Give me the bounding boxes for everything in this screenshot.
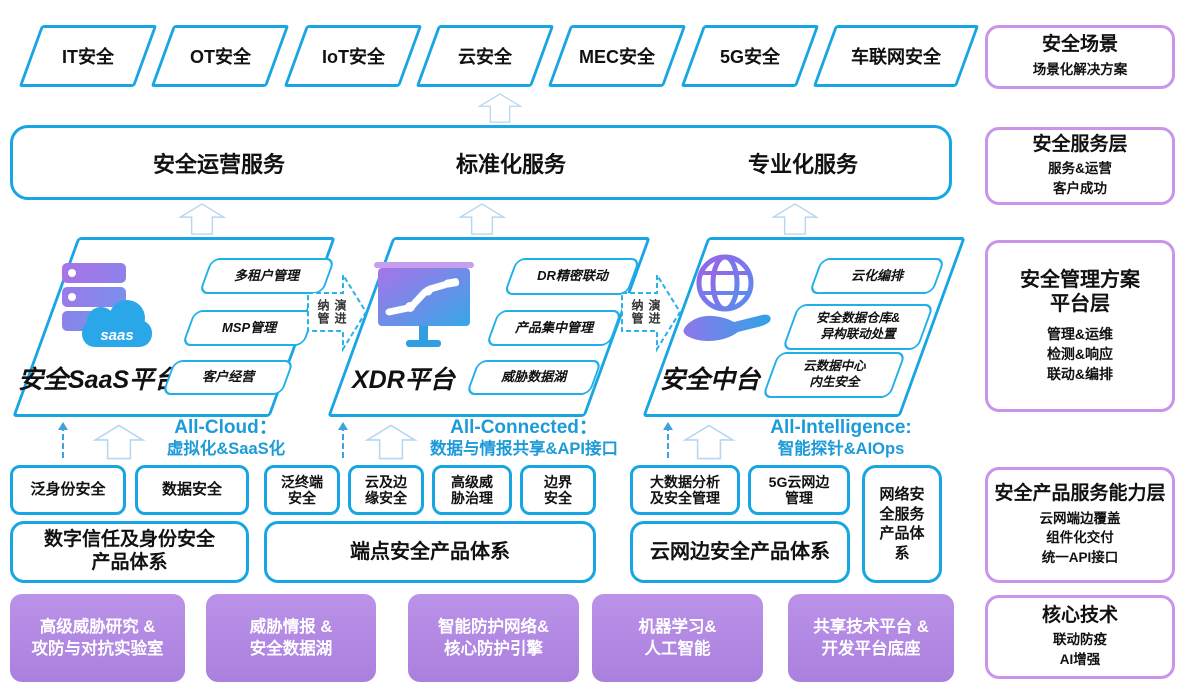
sidebar-title: 安全场景	[1041, 34, 1118, 56]
dashed-up-arrow-icon	[337, 418, 349, 460]
band-title: All-Connected：	[450, 417, 598, 438]
service-label: 安全运营服务	[152, 151, 285, 177]
sidebar-box-scenario: 安全场景 场景化解决方案	[985, 25, 1175, 89]
scenario-label: IT安全	[62, 47, 115, 67]
scenario-item-cloud: 云安全	[415, 25, 555, 87]
core-tech-box: 机器学习& 人工智能	[592, 594, 763, 682]
scenario-item-it: IT安全	[18, 25, 158, 87]
product-big-box: 端点安全产品体系	[264, 521, 596, 583]
sidebar-subtext: 云网端边覆盖 组件化交付 统一API接口	[1039, 510, 1121, 565]
connector-label: 纳管	[630, 299, 644, 325]
dashed-up-arrow-icon	[57, 418, 69, 460]
saas-platform-title: 安全SaaS平台	[18, 366, 180, 394]
xdr-sub-box: 产品集中管理	[485, 310, 623, 346]
sidebar-title: 安全产品服务能力层	[994, 482, 1166, 504]
sidebar-box-platform-layer: 安全管理方案 平台层 管理&运维 检测&响应 联动&编排	[985, 240, 1175, 412]
core-tech-box: 威胁情报 & 安全数据湖	[206, 594, 376, 682]
sidebar-box-capability-layer: 安全产品服务能力层 云网端边覆盖 组件化交付 统一API接口	[985, 467, 1175, 583]
connector-label: 演进	[333, 299, 347, 325]
scenario-item-5g: 5G安全	[680, 25, 820, 87]
scenario-label: 云安全	[458, 47, 513, 67]
midplatform-sub-box: 云数据中心 内生安全	[761, 352, 907, 398]
up-arrow-icon	[177, 203, 227, 235]
up-arrow-icon	[457, 203, 507, 235]
product-small-box: 5G云网边 管理	[748, 465, 850, 515]
up-arrow-icon	[682, 424, 736, 460]
band-subtitle: 智能探针&AIOps	[777, 439, 905, 458]
core-tech-box: 智能防护网络& 核心防护引擎	[408, 594, 579, 682]
scenario-item-iot: IoT安全	[283, 25, 423, 87]
scenario-item-mec: MEC安全	[548, 25, 688, 87]
scenario-item-iov: 车联网安全	[812, 25, 980, 87]
midplatform-title: 安全中台	[660, 366, 761, 394]
midplatform-sub-box: 安全数据仓库& 异构联动处置	[781, 304, 935, 350]
sidebar-subtext: 服务&运营 客户成功	[1048, 161, 1112, 196]
product-small-box: 数据安全	[135, 465, 249, 515]
band-all-cloud: All-Cloud： 虚拟化&SaaS化	[136, 417, 316, 460]
scenario-label: 5G安全	[719, 47, 780, 67]
scenario-label: OT安全	[190, 47, 252, 67]
band-title: All-Cloud：	[174, 417, 278, 438]
dashed-right-arrow-icon	[307, 271, 368, 353]
core-tech-box: 共享技术平台 & 开发平台底座	[788, 594, 954, 682]
sidebar-box-service-layer: 安全服务层 服务&运营 客户成功	[985, 127, 1175, 205]
sidebar-title: 安全服务层	[1032, 133, 1128, 155]
product-big-box: 云网边安全产品体系	[630, 521, 850, 583]
scenario-item-ot: OT安全	[151, 25, 290, 87]
saas-sub-box: MSP管理	[181, 310, 317, 346]
up-arrow-icon	[770, 203, 820, 235]
core-tech-box: 高级威胁研究 & 攻防与对抗实验室	[10, 594, 185, 682]
saas-server-icon: saas	[62, 263, 162, 353]
dashed-right-arrow-icon	[621, 271, 682, 353]
service-label: 专业化服务	[747, 151, 858, 177]
band-all-intelligence: All-Intelligence: 智能探针&AIOps	[731, 417, 951, 460]
saas-cloud-label: saas	[100, 327, 134, 344]
band-subtitle: 数据与情报共享&API接口	[430, 439, 618, 458]
connector-arrow: 纳管 演进	[620, 268, 682, 356]
up-arrow-icon	[477, 93, 523, 123]
connector-arrow: 纳管 演进	[306, 268, 368, 356]
up-arrow-icon	[364, 424, 418, 460]
product-small-box: 云及边 缘安全	[348, 465, 424, 515]
xdr-sub-box: 威胁数据湖	[465, 360, 603, 395]
midplatform-sub-box: 云化编排	[808, 258, 946, 294]
connector-label: 纳管	[316, 299, 330, 325]
xdr-platform-title: XDR平台	[352, 366, 455, 394]
xdr-monitor-icon	[374, 262, 474, 347]
scenario-label: IoT安全	[321, 47, 385, 67]
band-title: All-Intelligence:	[770, 417, 912, 438]
scenario-label: MEC安全	[579, 47, 656, 67]
sidebar-box-core-tech: 核心技术 联动防疫 AI增强	[985, 595, 1175, 679]
services-bar: 安全运营服务 标准化服务 专业化服务	[10, 125, 952, 200]
sidebar-subtext: 场景化解决方案	[1032, 62, 1128, 78]
product-vertical-box: 网络安 全服务 产品体 系	[862, 465, 942, 583]
sidebar-title: 安全管理方案 平台层	[1020, 268, 1140, 315]
service-label: 标准化服务	[455, 151, 566, 177]
sidebar-subtext: 联动防疫 AI增强	[1053, 632, 1107, 667]
product-small-box: 大数据分析 及安全管理	[630, 465, 740, 515]
connector-label: 演进	[647, 299, 661, 325]
saas-sub-box: 客户经营	[161, 360, 295, 395]
product-small-box: 高级威 胁治理	[432, 465, 512, 515]
product-big-box: 数字信任及身份安全 产品体系	[10, 521, 249, 583]
band-all-connected: All-Connected： 数据与情报共享&API接口	[404, 417, 644, 460]
product-small-box: 边界 安全	[520, 465, 596, 515]
product-small-box: 泛终端 安全	[264, 465, 340, 515]
saas-cloud-icon: saas	[82, 300, 152, 347]
product-small-box: 泛身份安全	[10, 465, 126, 515]
scenario-row: IT安全 OT安全 IoT安全 云安全 MEC安全 5G安全 车联网安全	[18, 25, 980, 87]
globe-hand-icon	[683, 254, 771, 341]
sidebar-title: 核心技术	[1041, 604, 1118, 626]
band-subtitle: 虚拟化&SaaS化	[166, 439, 286, 458]
sidebar-subtext: 管理&运维 检测&响应 联动&编排	[1046, 325, 1114, 383]
scenario-label: 车联网安全	[851, 47, 942, 67]
dashed-up-arrow-icon	[662, 418, 674, 460]
up-arrow-icon	[92, 424, 146, 460]
